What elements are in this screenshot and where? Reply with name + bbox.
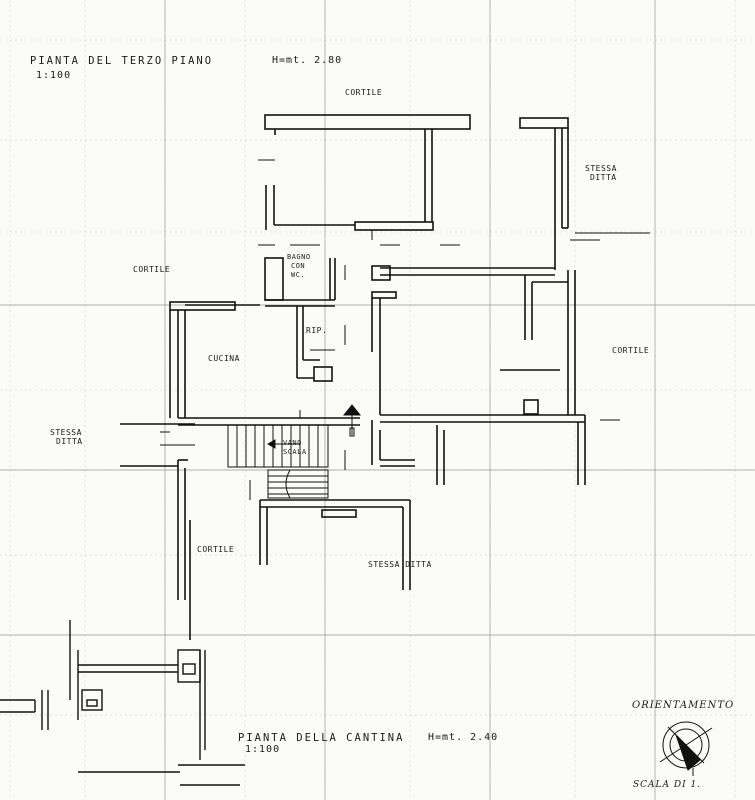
room-stessa-ditta-top-right: STESSA DITTA [585,164,617,182]
third-floor-scale: 1:100 [36,70,72,81]
room-label-line: BAGNO [287,253,311,261]
room-cucina: CUCINA [208,354,240,363]
scale-note: SCALA DI 1. [633,780,702,790]
room-label-line: SCALA [283,448,307,456]
room-cortile-left: CORTILE [133,265,171,274]
room-stessa-ditta-bottom: STESSA DITTA [368,560,432,569]
walls-cellar [0,620,245,786]
room-label-line: STESSA [50,428,82,437]
room-label-line: DITTA [56,437,83,446]
walls-lower [120,423,411,640]
room-label-line: VANO [283,439,302,447]
room-label-line: WC. [291,271,306,279]
room-vano-scala: VANO SCALA [283,439,307,457]
room-label-line: DITTA [590,173,617,182]
walls-third-floor [169,114,586,485]
cellar-plan-title: PIANTA DELLA CANTINA [238,732,405,744]
third-floor-height: H=mt. 2.80 [272,55,343,66]
room-label-line: CON [291,262,306,270]
room-cortile-top: CORTILE [345,88,383,97]
room-label-line: STESSA [585,164,617,173]
cellar-scale: 1:100 [245,744,281,755]
dimension-marks [160,159,650,500]
room-bagno: BAGNO CON WC. [287,253,311,280]
orientation-label: ORIENTAMENTO [632,700,735,711]
compass-icon [659,721,713,776]
room-stessa-ditta-left: STESSA DITTA [50,428,83,446]
stairs [227,424,329,499]
tree-symbol [342,404,362,437]
cellar-height: H=mt. 2.40 [428,732,499,743]
room-rip: RIP. [306,326,328,335]
room-cortile-bottom: CORTILE [197,545,235,554]
third-floor-plan-title: PIANTA DEL TERZO PIANO [30,55,214,67]
room-cortile-right: CORTILE [612,346,650,355]
